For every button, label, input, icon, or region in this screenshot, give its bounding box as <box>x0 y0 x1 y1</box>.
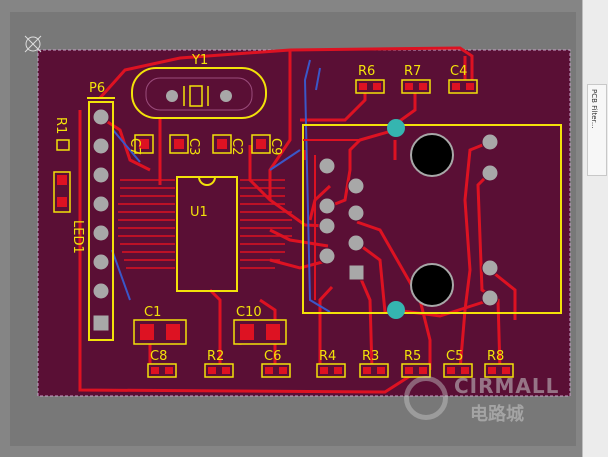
origin-marker-icon <box>24 35 42 53</box>
r1-footprint <box>56 139 70 151</box>
rj45-pads <box>318 133 499 307</box>
cap-c1-c10 <box>133 319 287 345</box>
label-r1: R1 <box>53 117 68 134</box>
label-r4: R4 <box>319 349 336 364</box>
label-r5: R5 <box>404 349 421 364</box>
label-r7: R7 <box>404 64 421 79</box>
label-c8: C8 <box>150 349 167 364</box>
label-c5: C5 <box>446 349 463 364</box>
label-y1: Y1 <box>191 53 208 68</box>
led1-footprint <box>53 171 71 213</box>
cap-row-top <box>134 134 271 154</box>
label-led1: LED1 <box>70 220 85 254</box>
rj45-outline <box>302 124 562 314</box>
label-r3: R3 <box>362 349 379 364</box>
top-right-pads <box>359 83 474 90</box>
header-p6 <box>87 97 115 341</box>
blue-traces <box>111 59 331 313</box>
right-panel: PCB Filter... <box>582 0 608 457</box>
ic-fanout-traces <box>118 179 292 269</box>
label-u1: U1 <box>190 205 208 220</box>
panel-tab-label: PCB Filter... <box>590 89 598 129</box>
label-c1: C1 <box>144 305 161 320</box>
label-c4: C4 <box>450 64 467 79</box>
ic-u1 <box>176 176 238 292</box>
label-r2: R2 <box>207 349 224 364</box>
pcb-view[interactable]: Y1 P6 U1 R6 R7 C4 C1 C10 C8 R2 C6 R4 R3 … <box>0 0 582 457</box>
label-r6: R6 <box>358 64 375 79</box>
label-r8: R8 <box>487 349 504 364</box>
label-c6: C6 <box>264 349 281 364</box>
vias <box>387 119 405 319</box>
header-pads <box>92 108 110 332</box>
crystal-y1 <box>131 67 267 119</box>
label-c9: C9 <box>268 138 283 155</box>
panel-tab[interactable]: PCB Filter... <box>587 84 607 176</box>
label-c2: C2 <box>229 138 244 155</box>
bottom-pads <box>151 367 510 374</box>
label-p6: P6 <box>89 81 105 96</box>
label-c10: C10 <box>236 305 262 320</box>
rj45-mounting-holes <box>410 133 454 307</box>
label-c3: C3 <box>186 138 201 155</box>
label-c7: C7 <box>127 138 142 155</box>
